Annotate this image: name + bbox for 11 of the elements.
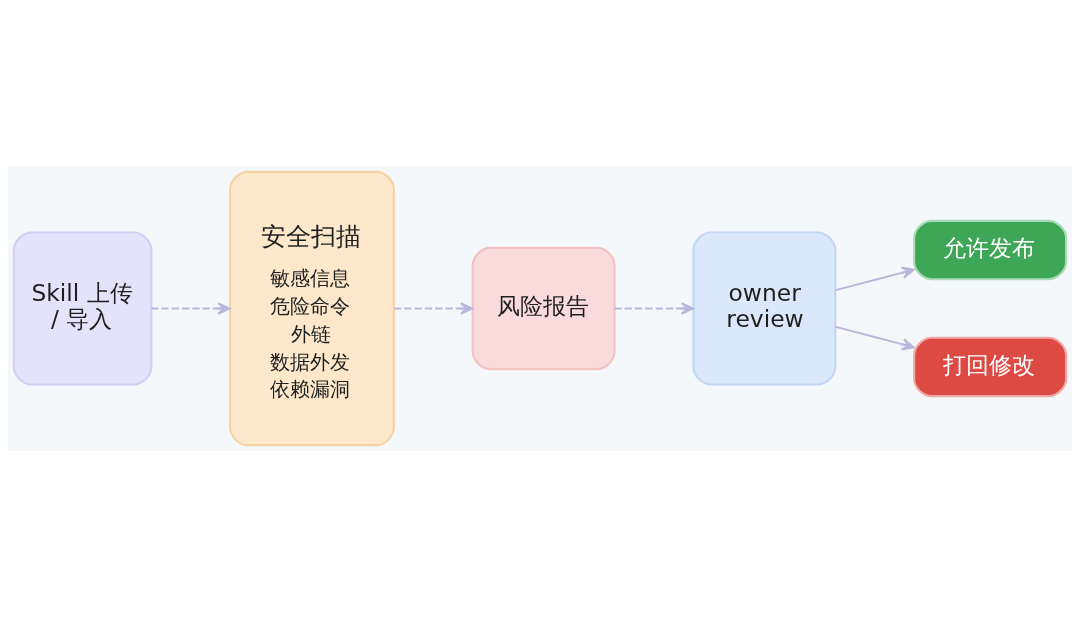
node-box: owner review [692,231,837,386]
arrow [834,325,915,351]
node-box: 风险报告 [471,246,616,371]
node-box: 打回修改 [913,336,1068,398]
arrow [150,302,231,315]
node-box: 安全扫描 敏感信息 危险命令 外链 数据外发 依赖漏洞 [229,170,395,447]
arrow [393,302,474,315]
arrow [834,266,915,292]
node-box: Skill 上传 / 导入 [12,231,153,386]
node-box: 允许发布 [913,219,1068,281]
arrow [613,302,695,315]
